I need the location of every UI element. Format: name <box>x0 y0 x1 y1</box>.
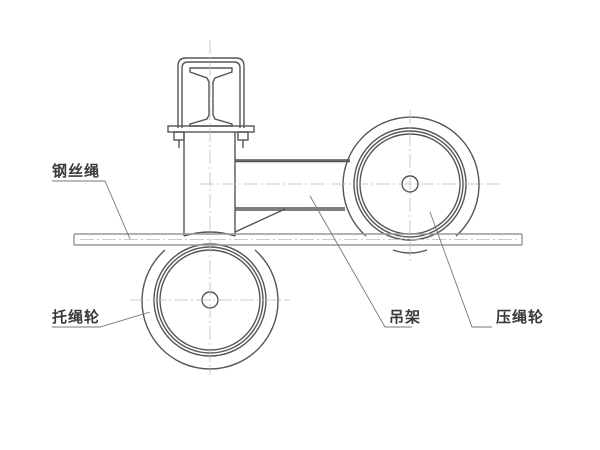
i-beam-clamp <box>167 57 255 148</box>
label-pressure-pulley: 压绳轮 <box>496 308 545 326</box>
label-hanger-frame: 吊架 <box>389 308 422 326</box>
leader-lines <box>52 180 492 328</box>
label-support-pulley: 托绳轮 <box>52 308 101 326</box>
centerlines <box>80 40 520 375</box>
horizontal-arm <box>234 159 350 233</box>
wire-rope <box>73 233 523 246</box>
pressure-pulley <box>342 116 480 254</box>
label-wire-rope: 钢丝绳 <box>52 162 101 180</box>
